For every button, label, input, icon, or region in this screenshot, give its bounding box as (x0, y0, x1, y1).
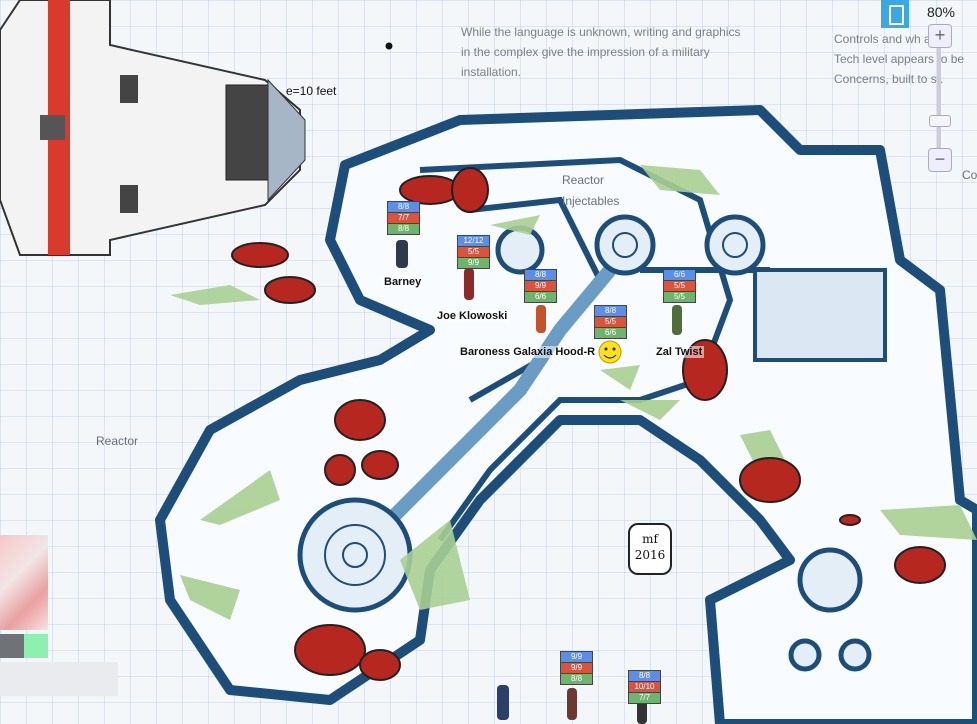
avatar-control-right[interactable] (24, 634, 48, 658)
token-figure-joe (464, 268, 474, 300)
token-name-baroness[interactable]: Baroness Galaxia Hood-R (458, 346, 598, 358)
label-reactor-left: Reactor (96, 434, 139, 448)
token-figure-zal (672, 305, 682, 335)
note-edge-text: Co (962, 168, 977, 182)
token-bars-unnamed-1[interactable]: 8/8 5/5 6/6 (594, 305, 627, 339)
map-corridor (375, 265, 616, 535)
token-figure-barney (396, 240, 408, 268)
token-bars-bottom-2[interactable]: 8/8 10/10 7/7 (628, 670, 661, 704)
machine-circle-4 (797, 547, 863, 613)
machine-circle-3 (704, 214, 766, 276)
token-name-zal[interactable]: Zal Twist (654, 346, 705, 358)
machine-circle-1 (495, 225, 545, 275)
zoom-out-button[interactable]: − (928, 148, 952, 172)
page-toolbar-icon[interactable] (881, 0, 909, 28)
token-figure-bottom-3 (637, 700, 647, 724)
zoom-slider-handle[interactable] (929, 115, 951, 127)
smiley-marker (598, 340, 622, 364)
reactor-core-left (297, 497, 413, 613)
artist-signature: mf 2016 (628, 523, 672, 575)
token-figure-baroness (536, 305, 546, 333)
avatar-control-left[interactable] (0, 634, 24, 658)
zoom-slider-track[interactable] (937, 28, 941, 168)
scale-label: e=10 feet (286, 84, 337, 98)
map-pin-dot (385, 42, 393, 50)
machinery-block (753, 268, 887, 362)
label-injectables: Injectables (562, 194, 620, 208)
token-bars-zal[interactable]: 6/6 5/5 5/5 (663, 269, 696, 303)
token-bars-barney[interactable]: 8/8 7/7 8/8 (387, 201, 420, 235)
slime-splat (170, 285, 260, 305)
token-figure-bottom-2 (567, 688, 577, 720)
machine-circle-2 (594, 214, 656, 276)
token-bars-joe[interactable]: 12/12 5/5 9/9 (457, 235, 490, 269)
zoom-percentage: 80% (926, 4, 955, 20)
token-bars-baroness[interactable]: 8/8 9/9 6/6 (524, 269, 557, 303)
machine-circle-6 (838, 638, 872, 672)
machine-circle-5 (788, 638, 822, 672)
zoom-in-button[interactable]: + (928, 24, 952, 48)
chat-panel-strip[interactable] (0, 662, 118, 696)
token-name-barney[interactable]: Barney (382, 276, 424, 288)
token-name-joe[interactable]: Joe Klowoski (435, 310, 510, 322)
token-bars-bottom-1[interactable]: 9/9 9/9 8/8 (560, 651, 593, 685)
label-reactor-top: Reactor (562, 173, 605, 187)
player-avatar-video[interactable] (0, 535, 48, 630)
gm-note-right: Controls and wh are Tech level appears t… (834, 32, 965, 86)
gm-note-left: While the language is unknown, writing a… (461, 25, 741, 79)
token-figure-bottom-1 (497, 685, 509, 720)
spaceship-art (0, 0, 306, 256)
